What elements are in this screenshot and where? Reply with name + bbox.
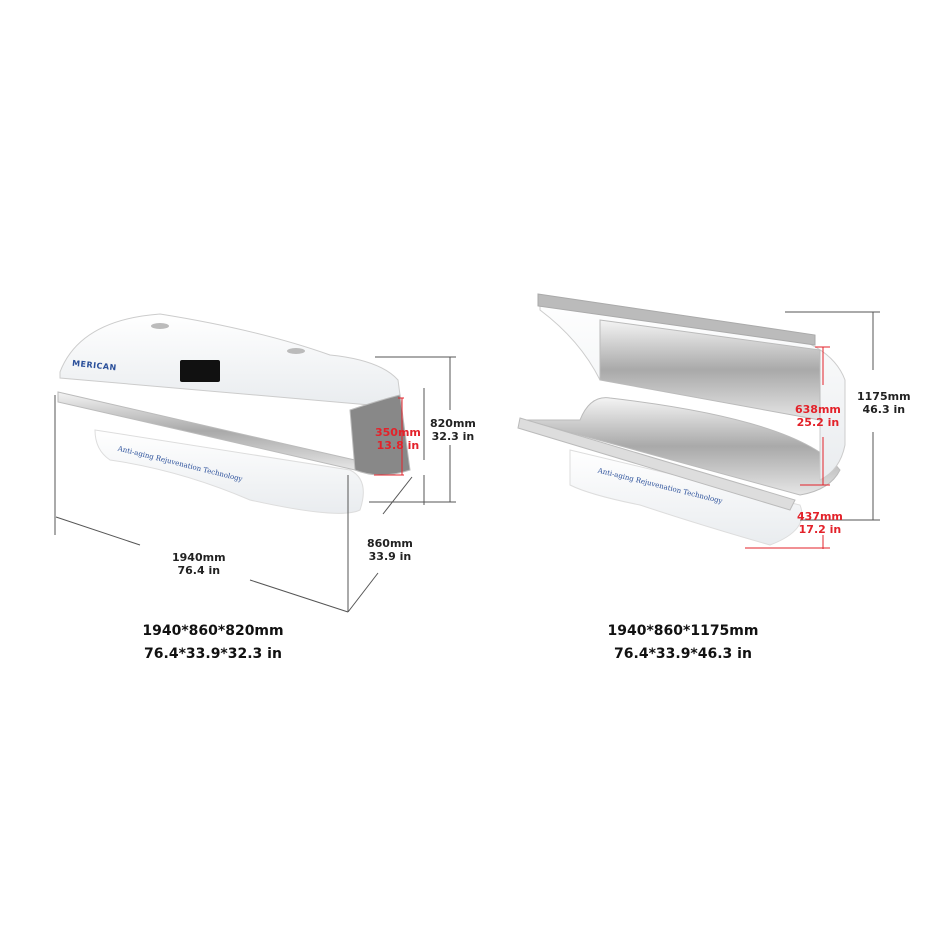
- bed-height-mm: 437mm: [797, 510, 843, 523]
- right-caption-mm: 1940*860*1175mm: [607, 623, 759, 639]
- length-label: 1940mm 76.4 in: [172, 551, 226, 577]
- length-mm: 1940mm: [172, 551, 226, 564]
- left-dimension-lines: [54, 356, 456, 613]
- right-opening-label: 638mm 25.2 in: [795, 403, 841, 429]
- open-height-label: 1175mm 46.3 in: [857, 390, 911, 416]
- width-label: 860mm 33.9 in: [367, 537, 413, 563]
- height-mm: 820mm: [430, 417, 476, 430]
- right-caption-in: 76.4*33.9*46.3 in: [614, 646, 752, 662]
- left-caption-mm: 1940*860*820mm: [142, 623, 284, 639]
- open-tanning-bed: [517, 293, 846, 546]
- right-opening-in: 25.2 in: [796, 416, 840, 429]
- open-height-in: 46.3 in: [862, 403, 906, 416]
- height-label: 820mm 32.3 in: [430, 417, 476, 443]
- left-caption: 1940*860*820mm 76.4*33.9*32.3 in: [63, 620, 363, 666]
- right-caption: 1940*860*1175mm 76.4*33.9*46.3 in: [533, 620, 833, 666]
- left-opening-marker: [374, 397, 404, 476]
- bed-height-in: 17.2 in: [798, 523, 842, 536]
- left-opening-mm: 350mm: [375, 426, 421, 439]
- open-height-mm: 1175mm: [857, 390, 911, 403]
- height-in: 32.3 in: [431, 430, 475, 443]
- right-dimension-lines: [785, 311, 880, 521]
- bed-height-label: 437mm 17.2 in: [797, 510, 843, 536]
- right-opening-mm: 638mm: [795, 403, 841, 416]
- width-in: 33.9 in: [368, 550, 412, 563]
- left-opening-label: 350mm 13.8 in: [375, 426, 421, 452]
- width-mm: 860mm: [367, 537, 413, 550]
- length-in: 76.4 in: [177, 564, 221, 577]
- closed-tanning-bed: [57, 313, 411, 514]
- right-opening-markers: [745, 346, 830, 549]
- left-opening-in: 13.8 in: [376, 439, 420, 452]
- left-caption-in: 76.4*33.9*32.3 in: [144, 646, 282, 662]
